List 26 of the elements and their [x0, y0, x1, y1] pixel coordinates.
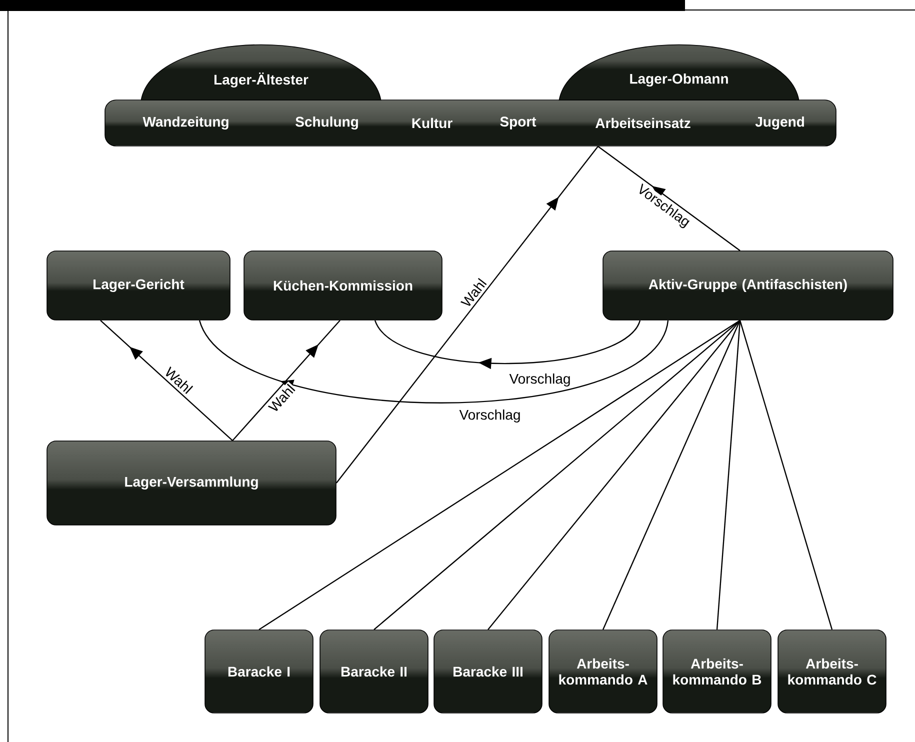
arrow: [199, 320, 669, 404]
rounded-box: Arbeits-kommando B: [662, 630, 772, 714]
bar-label: Sport: [500, 116, 536, 130]
arrow: [374, 320, 641, 370]
arrow: [598, 146, 740, 252]
rounded-box: Arbeits-kommando A: [548, 630, 658, 714]
dome-box: Lager-Ältester: [140, 44, 382, 102]
rounded-box: Baracke I: [204, 630, 314, 714]
bar-label: Wandzeitung: [142, 116, 228, 130]
edge-label: Vorschlag: [458, 408, 522, 424]
rounded-box: Lager-Versammlung: [46, 440, 336, 526]
arrow: [232, 320, 340, 441]
dome-box: Lager-Obmann: [558, 44, 800, 102]
arrow: [336, 146, 598, 484]
rounded-box: Arbeits-kommando C: [778, 630, 886, 714]
rounded-box: Baracke III: [434, 630, 542, 714]
rounded-box: Aktiv-Gruppe (Antifaschisten): [602, 250, 894, 320]
edge-label: Vorschlag: [508, 372, 572, 388]
rounded-box: Lager-Gericht: [46, 250, 230, 320]
rounded-box: Baracke II: [320, 630, 428, 714]
arrow: [100, 320, 233, 442]
rounded-box: Küchen-Kommission: [244, 250, 442, 320]
bar-label: Jugend: [755, 116, 804, 130]
bar-label: Schulung: [296, 116, 358, 130]
bar-label: Arbeitseinsatz: [596, 118, 690, 128]
bar-label: Kultur: [412, 118, 452, 128]
